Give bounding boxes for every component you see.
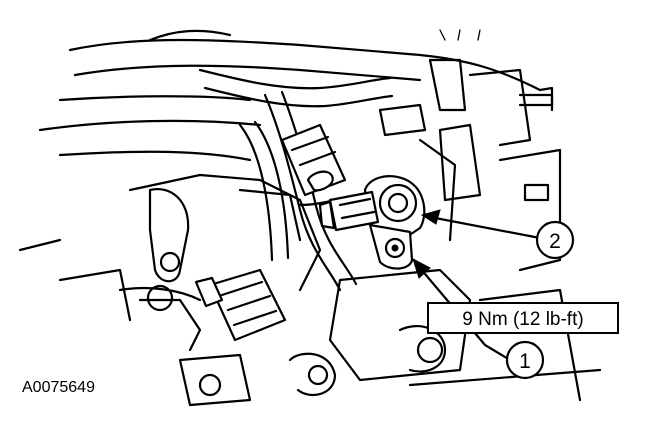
callout-1: 1 bbox=[505, 340, 545, 380]
figure-id-label: A0075649 bbox=[22, 379, 95, 396]
sensor-assembly bbox=[363, 175, 426, 270]
harness-connector-lower bbox=[194, 268, 287, 342]
torque-label-box: 9 Nm (12 lb-ft) bbox=[427, 302, 619, 334]
sensor-electrical-connector bbox=[318, 190, 380, 232]
torque-spec-text: 9 Nm (12 lb-ft) bbox=[462, 309, 583, 330]
harness-connector-upper bbox=[280, 123, 347, 197]
callout-arrows bbox=[412, 209, 542, 362]
callout-1-number: 1 bbox=[519, 350, 531, 373]
wiring-harness bbox=[238, 90, 358, 292]
callout-2-number: 2 bbox=[549, 230, 561, 253]
callout-2: 2 bbox=[535, 220, 575, 260]
